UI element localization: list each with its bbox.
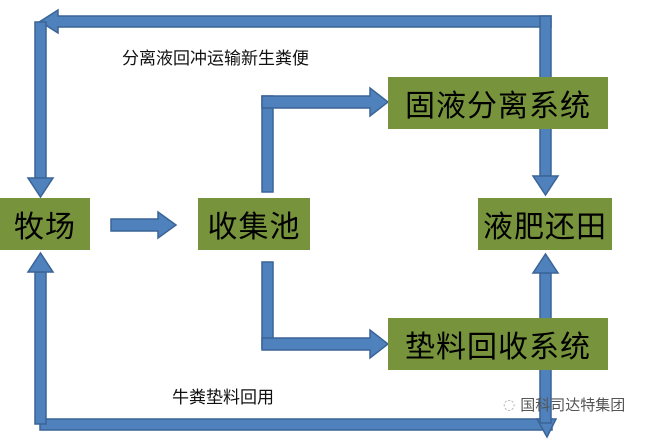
arrow-left-top-vertical [34,21,47,179]
arrowhead-to-farm-bottom [26,251,55,273]
node-bedding-recovery: 垫料回收系统 [388,318,608,370]
arrow-pool-up [261,95,274,193]
arrow-to-separation [261,86,390,118]
node-liquid-fertilizer: 液肥还田 [478,198,612,250]
arrow-farm-to-pool [110,210,178,240]
watermark: ◌ 国科司达特集团 [503,394,625,415]
arrow-pool-down [261,261,274,349]
arrow-to-bedding [261,328,390,360]
wechat-icon: ◌ [503,396,516,413]
arrow-top-horizontal [38,8,552,35]
label-top-loop: 分离液回冲运输新生粪便 [122,49,309,69]
watermark-text: 国科司达特集团 [520,396,626,414]
label-bottom-loop: 牛粪垫料回用 [172,388,274,408]
arrowhead-up-to-liquid-fertilizer [531,252,560,274]
arrowhead-to-liquid-fertilizer [531,175,560,197]
node-collection-pool: 收集池 [198,198,310,250]
node-solid-liquid-separation: 固液分离系统 [388,77,608,129]
node-farm: 牧场 [0,198,90,250]
arrow-left-bottom-vertical [34,271,47,425]
arrowhead-to-farm-top [26,177,55,199]
arrow-bottom-horizontal [39,418,553,431]
